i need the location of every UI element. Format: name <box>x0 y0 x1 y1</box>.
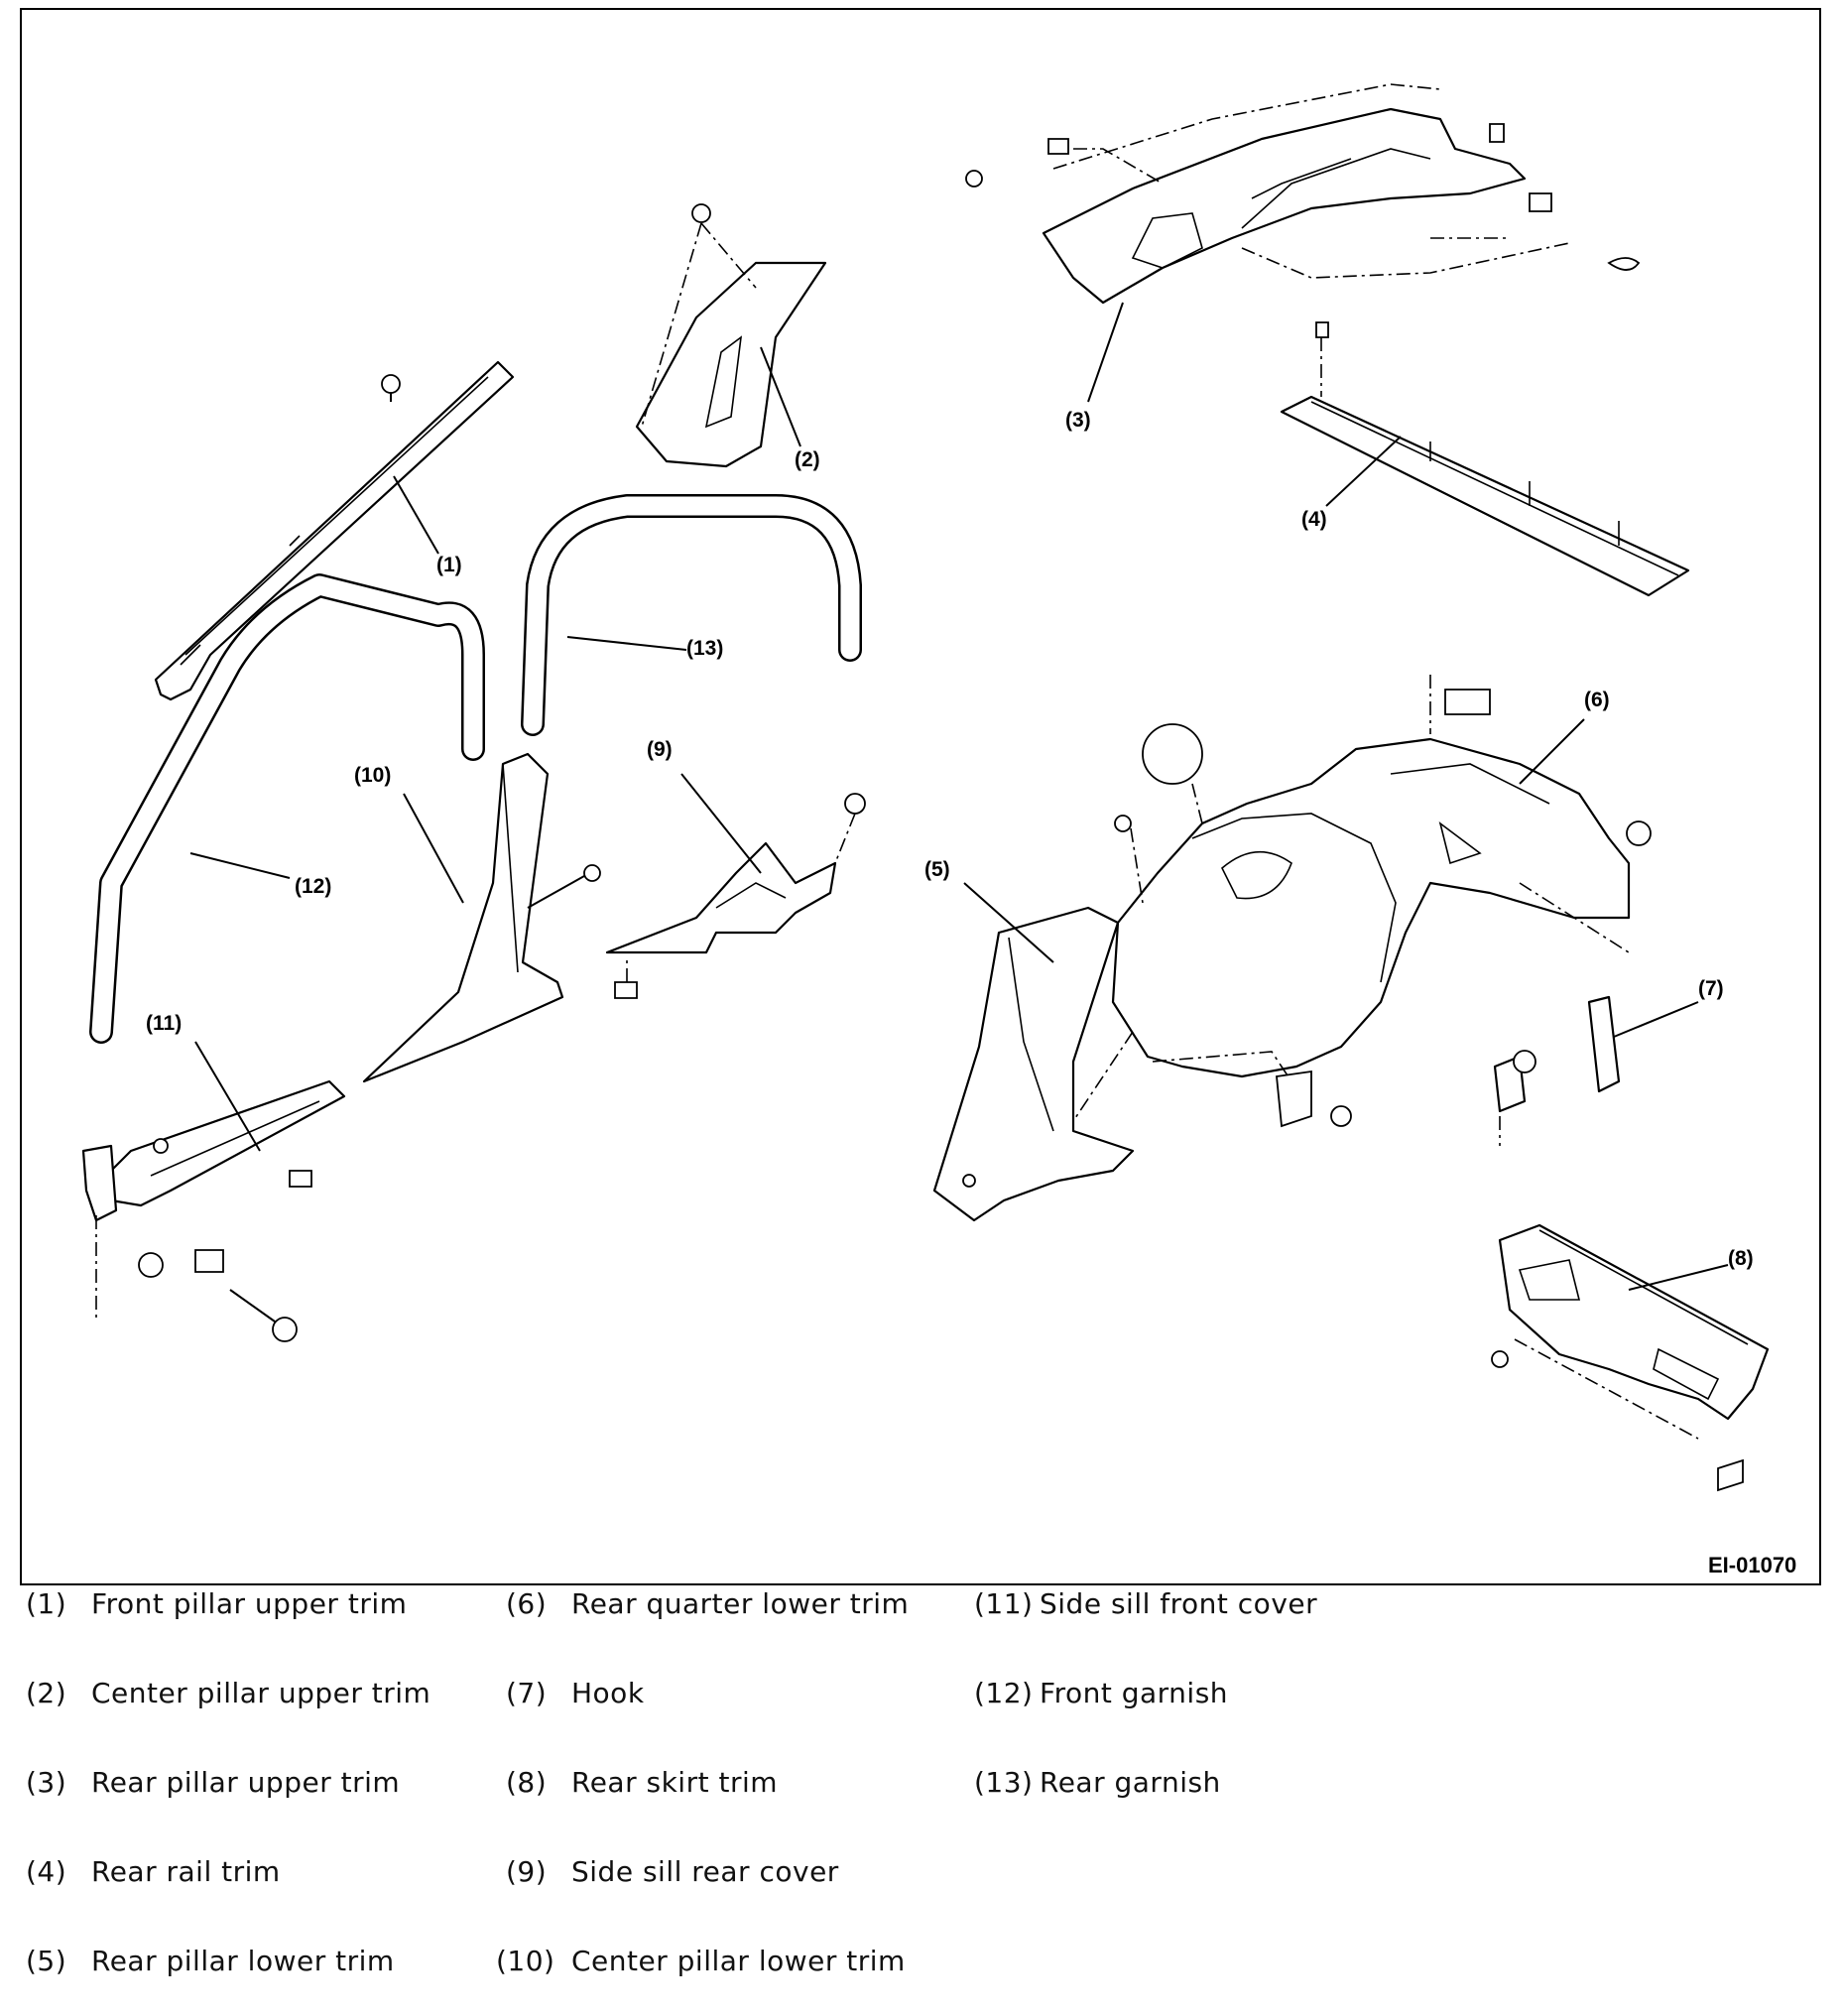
callout-3: (3) <box>1065 409 1091 432</box>
legend-label: Rear pillar lower trim <box>91 1945 395 1977</box>
legend-item-7: (7) Hook <box>506 1677 645 1709</box>
callout-4: (4) <box>1301 508 1327 531</box>
callout-13: (13) <box>686 637 723 660</box>
legend-item-10: (10) Center pillar lower trim <box>496 1945 906 1977</box>
callout-8: (8) <box>1728 1247 1754 1270</box>
legend-label: Rear garnish <box>1040 1766 1221 1799</box>
side-sill-rear-cover <box>605 793 866 999</box>
legend-item-8: (8) Rear skirt trim <box>506 1766 778 1799</box>
callout-9: (9) <box>647 738 673 761</box>
legend-label: Front garnish <box>1040 1677 1229 1709</box>
legend-item-12: (12)Front garnish <box>974 1677 1228 1709</box>
rear-quarter-lower-trim <box>1072 675 1652 1128</box>
legend-label: Side sill rear cover <box>571 1855 839 1888</box>
legend-item-4: (4) Rear rail trim <box>26 1855 281 1888</box>
legend-number: (4) <box>26 1855 67 1888</box>
parts-legend: (1) Front pillar upper trim (2) Center pil… <box>20 1587 1821 2014</box>
legend-number: (3) <box>26 1766 67 1799</box>
legend-label: Rear pillar upper trim <box>91 1766 401 1799</box>
exploded-parts-diagram: (1) (2) (3) (4) (5) (6) (7) (8) (9) (10)… <box>20 8 1821 1585</box>
rear-skirt-trim <box>1491 1223 1770 1492</box>
rear-rail-trim <box>1280 321 1690 597</box>
rear-pillar-lower-trim <box>932 906 1135 1222</box>
callout-5: (5) <box>924 858 950 881</box>
legend-label: Side sill front cover <box>1040 1587 1318 1620</box>
legend-item-6: (6) Rear quarter lower trim <box>506 1587 909 1620</box>
legend-number: (1) <box>26 1587 67 1620</box>
legend-item-3: (3) Rear pillar upper trim <box>26 1766 400 1799</box>
callout-1: (1) <box>436 554 462 576</box>
legend-item-13: (13)Rear garnish <box>974 1766 1221 1799</box>
callout-12: (12) <box>295 875 331 898</box>
legend-number: (10) <box>496 1945 555 1977</box>
legend-number: (12) <box>974 1677 1034 1709</box>
legend-label: Center pillar upper trim <box>91 1677 431 1709</box>
legend-label: Rear quarter lower trim <box>571 1587 910 1620</box>
legend-item-9: (9) Side sill rear cover <box>506 1855 839 1888</box>
legend-number: (8) <box>506 1766 548 1799</box>
callout-11: (11) <box>146 1012 182 1035</box>
center-pillar-lower-trim <box>362 752 601 1083</box>
legend-item-11: (11)Side sill front cover <box>974 1587 1317 1620</box>
side-sill-front-cover <box>81 1079 346 1342</box>
figure-id-label: EI-01070 <box>1708 1553 1796 1577</box>
legend-number: (11) <box>974 1587 1034 1620</box>
legend-item-2: (2) Center pillar upper trim <box>26 1677 430 1709</box>
callout-6: (6) <box>1584 689 1610 711</box>
legend-number: (7) <box>506 1677 548 1709</box>
rear-pillar-upper-trim <box>965 83 1641 305</box>
center-pillar-upper-trim <box>635 203 827 468</box>
legend-label: Front pillar upper trim <box>91 1587 408 1620</box>
legend-number: (9) <box>506 1855 548 1888</box>
callout-2: (2) <box>795 448 820 471</box>
leader-lines <box>189 302 1729 1291</box>
legend-number: (2) <box>26 1677 67 1709</box>
front-garnish <box>89 573 485 1044</box>
callout-10: (10) <box>354 764 391 787</box>
legend-number: (5) <box>26 1945 67 1977</box>
legend-item-5: (5) Rear pillar lower trim <box>26 1945 395 1977</box>
legend-label: Rear skirt trim <box>571 1766 779 1799</box>
front-pillar-upper-trim <box>154 360 515 701</box>
hook <box>1493 995 1621 1146</box>
legend-number: (6) <box>506 1587 548 1620</box>
callout-7: (7) <box>1698 977 1724 1000</box>
legend-label: Center pillar lower trim <box>571 1945 906 1977</box>
rear-garnish <box>521 494 862 736</box>
legend-label: Hook <box>571 1677 645 1709</box>
legend-item-1: (1) Front pillar upper trim <box>26 1587 407 1620</box>
legend-number: (13) <box>974 1766 1034 1799</box>
legend-label: Rear rail trim <box>91 1855 281 1888</box>
